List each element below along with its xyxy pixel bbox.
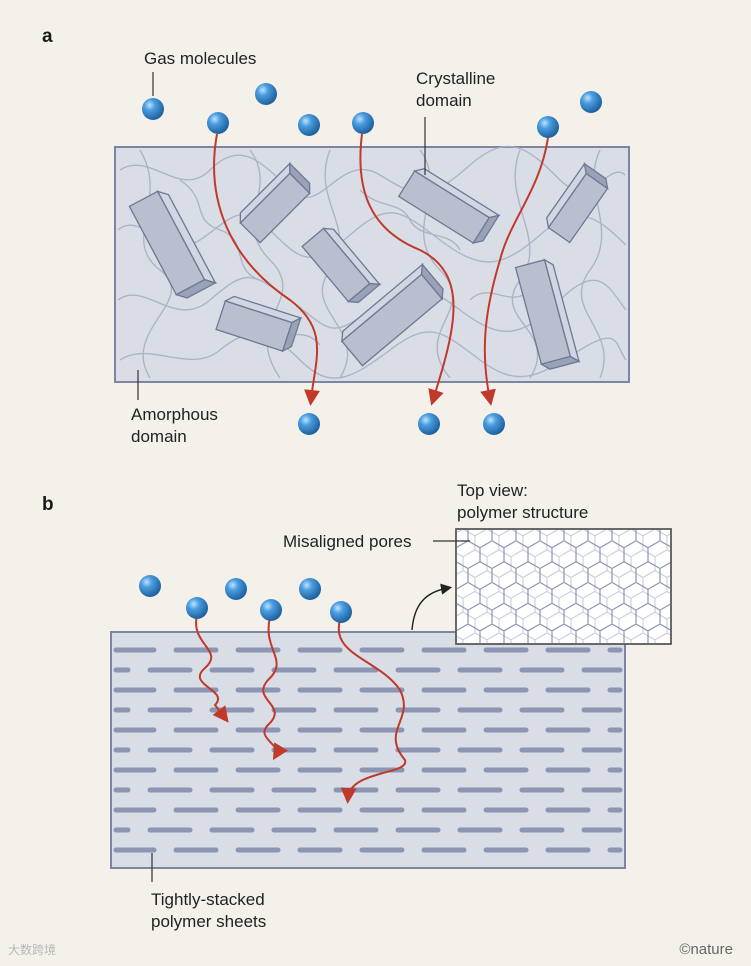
crystalline-domains bbox=[128, 161, 609, 370]
gas-path-b1 bbox=[195, 614, 229, 723]
gas-molecules-a bbox=[142, 83, 602, 435]
crystal-6 bbox=[215, 295, 303, 353]
gas-molecule bbox=[186, 597, 208, 619]
nature-credit: ©nature bbox=[679, 941, 733, 958]
gas-path-3 bbox=[480, 137, 549, 406]
gas-path-1 bbox=[213, 133, 320, 406]
amorphous-label-line1: Amorphous bbox=[131, 405, 218, 424]
gas-molecule bbox=[139, 575, 161, 597]
sheets-label-line2: polymer sheets bbox=[151, 912, 267, 931]
polymer-sheets bbox=[113, 647, 623, 853]
gas-paths-a bbox=[213, 133, 549, 406]
panel-a-label: a bbox=[42, 26, 53, 47]
watermark: 大数跨境 bbox=[8, 943, 57, 957]
gas-molecule bbox=[483, 413, 505, 435]
crystal-3 bbox=[397, 168, 501, 245]
top-view-line1: Top view: bbox=[457, 481, 528, 500]
crystal-1 bbox=[128, 190, 218, 299]
top-view-arrow bbox=[411, 583, 453, 631]
crystal-2 bbox=[239, 161, 311, 244]
sheets-label-line1: Tightly-stacked bbox=[151, 890, 265, 909]
gas-molecule bbox=[330, 601, 352, 623]
gas-molecule bbox=[299, 578, 321, 600]
gas-path-b2 bbox=[262, 616, 288, 761]
crystalline-label-line1: Crystalline bbox=[416, 69, 496, 88]
gas-molecule bbox=[298, 413, 320, 435]
gas-molecule bbox=[142, 98, 164, 120]
gas-molecule bbox=[418, 413, 440, 435]
gas-molecule bbox=[298, 114, 320, 136]
crystal-4 bbox=[546, 162, 609, 244]
amorphous-label: Amorphous domain bbox=[131, 404, 218, 448]
crystal-5 bbox=[301, 227, 382, 304]
panel-a bbox=[114, 72, 630, 435]
crystal-7 bbox=[340, 262, 444, 367]
gas-molecule bbox=[260, 599, 282, 621]
sheets-label: Tightly-stacked polymer sheets bbox=[151, 889, 266, 933]
top-view-inset bbox=[455, 528, 672, 645]
gas-molecule bbox=[537, 116, 559, 138]
panel-b-label: b bbox=[42, 494, 54, 515]
misaligned-pores-label: Misaligned pores bbox=[283, 532, 412, 551]
crystalline-label-line2: domain bbox=[416, 91, 472, 110]
gas-molecules-b bbox=[139, 575, 352, 623]
crystalline-label: Crystalline domain bbox=[416, 68, 495, 112]
gas-path-2 bbox=[359, 133, 455, 406]
gas-molecule bbox=[207, 112, 229, 134]
gas-molecule bbox=[255, 83, 277, 105]
crystal-8 bbox=[514, 258, 581, 370]
panel-b bbox=[110, 528, 672, 882]
top-view-label: Top view: polymer structure bbox=[457, 480, 588, 524]
gas-molecule bbox=[580, 91, 602, 113]
gas-molecules-label: Gas molecules bbox=[144, 49, 257, 68]
top-view-line2: polymer structure bbox=[457, 503, 589, 522]
gas-molecule bbox=[225, 578, 247, 600]
amorphous-label-line2: domain bbox=[131, 427, 187, 446]
gas-paths-b bbox=[195, 614, 407, 804]
gas-path-b3 bbox=[337, 619, 407, 804]
gas-molecule bbox=[352, 112, 374, 134]
